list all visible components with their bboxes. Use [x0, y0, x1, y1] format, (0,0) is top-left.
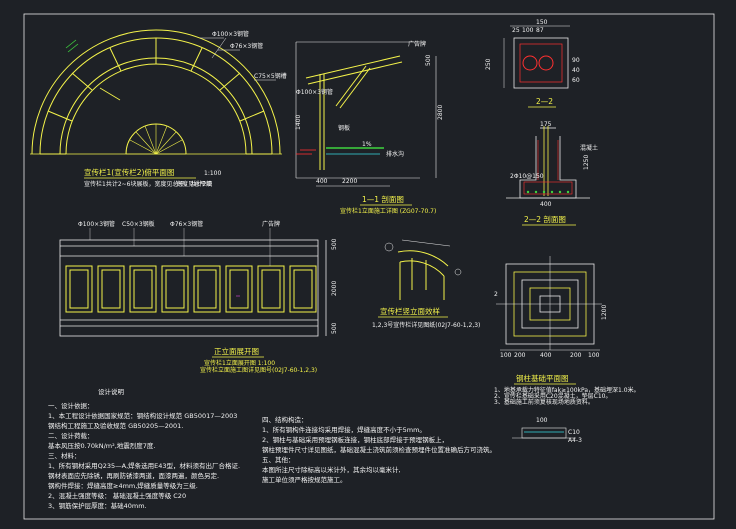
design-notes-left: 设计说明 一、设计依据： 1、本工程设计依据国家规范：钢结构设计规范 GB500…: [48, 387, 240, 510]
notes-left-9: 2、混凝土强度等级： 基础混凝土强度等级 C20: [48, 491, 186, 500]
s11-dim-5: 500: [425, 54, 432, 66]
sign-title: 宣传栏竖立面效样: [380, 306, 440, 316]
notes-left-1: 1、本工程设计依据国家规范：钢结构设计规范 GB50017—2003: [48, 411, 237, 420]
notes-right-3: 钢柱预埋件尺寸详见图纸，基础混凝土浇筑前须检查预埋件位置准确后方可浇筑。: [262, 445, 496, 454]
s22-label-2: 混凝土: [580, 144, 598, 152]
sign-detail: 宣传栏竖立面效样 1,2,3号宣传栏详见图纸(02J7-60-1,2,3): [372, 239, 480, 329]
s22t-dim-7: 40: [572, 67, 580, 74]
notes-left-6: 1、所有钢材采用Q235—A,焊条选用E43型，材料须有出厂合格证.: [48, 461, 240, 470]
fnd-title: 钢柱基础平面图: [516, 373, 569, 383]
fnd-note-2: 2、宣传栏基础采用C20混凝土，垫层C10。: [494, 392, 611, 400]
elev-dim-3: 500: [331, 322, 338, 334]
fnd-note-1: 1、地基承载力特征值fak≥100kPa，基础埋深1.0米。: [494, 386, 640, 394]
design-notes-right: 四、结构构造： 1、所有钢构件连接均采用焊接，焊缝高度不小于5mm。 2、钢柱与…: [262, 415, 496, 484]
fnd-dim-5: 100: [588, 352, 600, 359]
elev-note-1: 宣传栏1立面展开图 1:100: [204, 359, 275, 367]
s22t-dim-4: 87: [536, 27, 544, 34]
front-elevation: Φ100×3钢管 C50×3钢板 Φ76×3钢管 广告牌 500 2000 50…: [59, 220, 338, 374]
notes-right-6: 施工单位须严格按规范施工。: [262, 475, 347, 484]
fnd-dim-3: 400: [540, 352, 552, 359]
fnd-detail-label-1: C10: [568, 429, 580, 436]
s11-label-board: 广告牌: [408, 40, 426, 48]
s22t-dim-8: 60: [572, 77, 580, 84]
plan-label-1: Φ100×3钢管: [212, 30, 249, 38]
elev-dim-1: 500: [331, 238, 338, 250]
foundation-plan: 2 100 200 400 200 100 1200 钢柱基础平面图 1、地基承…: [494, 256, 640, 444]
s22-dim-3: 400: [540, 201, 552, 208]
elev-label-1: Φ100×3钢管: [78, 220, 115, 228]
s22t-title: 2—2: [536, 97, 553, 106]
s22t-dim-3: 100: [522, 27, 534, 34]
s11-dim-1: 1400: [295, 115, 302, 130]
s22-dim-2: 1250: [583, 155, 590, 170]
s22t-dim-2: 25: [512, 27, 520, 34]
notes-left-10: 3、钢筋保护层厚度：基础40mm.: [48, 501, 147, 510]
plan-label-2: Φ76×3钢管: [230, 42, 263, 50]
s11-label-slope: 1%: [362, 141, 372, 148]
fnd-dim-4: 200: [570, 352, 582, 359]
fnd-dim-1: 100: [500, 352, 512, 359]
section-2-2-top: 150 25 100 87 250 90 40 60 2—2: [485, 19, 580, 108]
notes-left-2: 钢结构工程施工及验收规范 GB50205—2001.: [48, 421, 183, 430]
plan-label-3: C75×5钢槽: [254, 72, 287, 80]
notes-right-2: 2、钢柱与基础采用预埋钢板连接，钢柱底部焊接于预埋钢板上，: [262, 435, 448, 444]
notes-left-8: 钢构件焊接：焊缝高度≥4mm,焊缝质量等级为三级.: [48, 481, 198, 490]
elev-note-2: 宣传栏立面施工图详见图号(02J7-60-1,2,3): [200, 366, 317, 374]
drawing-border: [23, 13, 715, 520]
elev-label-4: 广告牌: [262, 220, 280, 228]
s22t-dim-6: 90: [572, 57, 580, 64]
notes-title: 设计说明: [98, 387, 125, 396]
fnd-dim-2: 200: [514, 352, 526, 359]
fnd-dim-6: 1200: [601, 305, 608, 320]
s22t-dim-1: 150: [536, 19, 548, 26]
notes-right-1: 1、所有钢构件连接均采用焊接，焊缝高度不小于5mm。: [262, 425, 426, 434]
notes-left-7: 钢材表面应先除锈，再刷防锈漆两道，面漆两遍，颜色另定.: [48, 471, 219, 480]
notes-left-4: 基本风压按0.70kN/m²,地震烈度7度.: [48, 441, 156, 450]
section-1-1: 钢板 Φ100×3钢管 1% 排水沟 广告牌 1400 2800 2200 40…: [295, 40, 444, 215]
s11-label-pipe: Φ100×3钢管: [296, 88, 333, 96]
s11-dim-4: 400: [316, 178, 328, 185]
s11-note: 宣传栏1立面施工详图 (ZG07-70.7): [340, 207, 436, 215]
notes-left-0: 一、设计依据：: [48, 401, 94, 410]
elev-dim-2: 2000: [331, 281, 338, 296]
sign-note: 1,2,3号宣传栏详见图纸(02J7-60-1,2,3): [372, 321, 480, 329]
elev-title: 正立面展开图: [214, 346, 259, 356]
notes-right-4: 五、其他：: [262, 455, 295, 464]
fnd-detail-dim: 100: [536, 417, 548, 424]
elev-label-3: Φ76×3钢管: [170, 220, 203, 228]
s11-title: 1—1 剖面图: [362, 194, 404, 204]
arch-outer: [31, 29, 281, 155]
s22-title: 2—2 剖面图: [524, 214, 566, 224]
s11-label-drain: 排水沟: [386, 150, 404, 158]
plan-note-2: 宽度见总平面: [176, 180, 212, 188]
s22-dim-1: 175: [540, 121, 552, 128]
s22-label-1: 2Φ10@150: [510, 173, 544, 180]
notes-right-5: 本图所注尺寸除标高以米计外，其余均以毫米计,: [262, 465, 401, 474]
fnd-note-3: 3、基础施工前须复核现场地质资料。: [494, 398, 594, 406]
plan-view: Φ100×3钢管 Φ76×3钢管 C75×5钢槽 宣传栏1(宣传栏2)俯平面图 …: [30, 29, 287, 188]
s11-label-steel: 钢板: [338, 124, 350, 132]
fnd-detail-label-2: A4-3: [568, 437, 582, 444]
plan-note: 宣传栏1共计2~6块展板，宽度见总平，共计2块: [84, 180, 212, 188]
section-2-2: 175 1250 400 2Φ10@150 混凝土 2—2 剖面图: [506, 121, 598, 226]
notes-right-0: 四、结构构造：: [262, 415, 308, 424]
s22t-dim-5: 250: [485, 58, 492, 70]
fnd-dim-marker: 2: [494, 291, 498, 298]
notes-left-5: 三、材料：: [48, 451, 81, 460]
elev-label-2: C50×3钢板: [122, 220, 155, 228]
s11-dim-3: 2200: [342, 178, 357, 185]
notes-left-3: 二、设计荷载：: [48, 431, 94, 440]
plan-title: 宣传栏1(宣传栏2)俯平面图: [84, 167, 174, 177]
s11-dim-2: 2800: [437, 105, 444, 120]
plan-scale: 1:100: [204, 170, 221, 177]
